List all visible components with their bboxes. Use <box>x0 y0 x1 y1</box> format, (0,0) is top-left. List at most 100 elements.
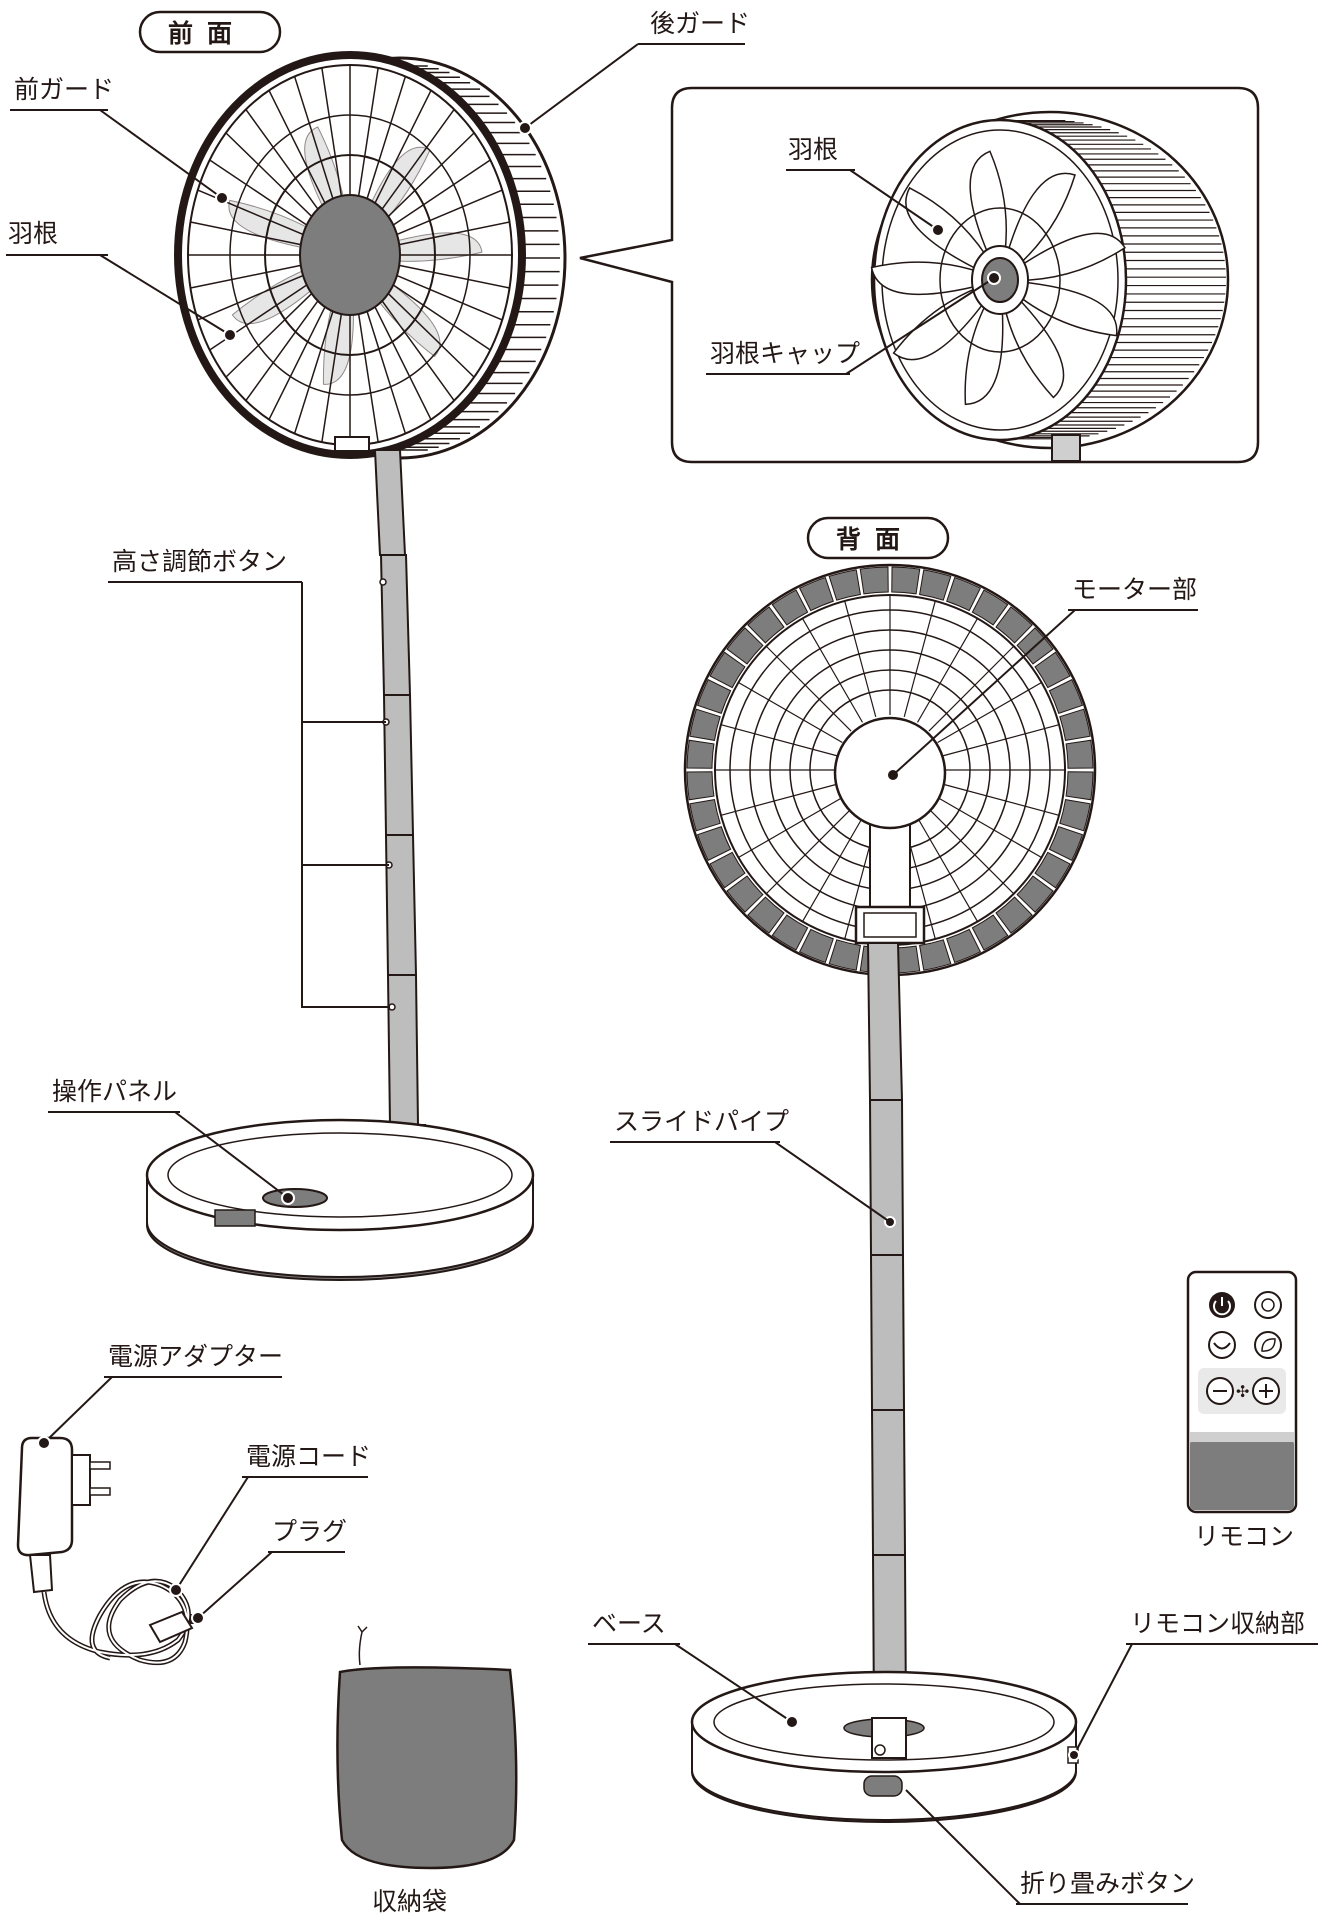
guard-segment <box>686 771 715 801</box>
guard-spoke <box>387 293 475 378</box>
guard-spoke <box>392 284 491 351</box>
guard-spoke <box>738 681 843 744</box>
height-button-label: 高さ調節ボタン <box>112 547 287 576</box>
guard-spoke <box>942 783 1060 816</box>
guard-segment <box>726 627 764 665</box>
guard-spoke <box>903 600 936 718</box>
guard-spoke <box>374 306 432 420</box>
guard-spoke <box>190 264 301 289</box>
guard-segment <box>971 914 1009 951</box>
guard-spoke <box>245 300 319 401</box>
guard-spoke <box>928 808 1015 895</box>
guard-segment <box>946 928 982 964</box>
rear-view-header-text: 背面 <box>836 525 914 554</box>
guard-spoke <box>374 90 432 204</box>
inset-blade <box>870 261 1003 296</box>
guard-segment <box>828 569 861 601</box>
guard-segment <box>696 826 732 862</box>
guard-segment <box>798 928 834 964</box>
guard-segment <box>1065 739 1094 769</box>
front-base <box>145 1118 535 1281</box>
blade-label: 羽根 <box>8 219 58 248</box>
guard-spoke <box>720 724 838 757</box>
inset-blade <box>997 279 1118 337</box>
label-rear-guard: 後ガード <box>518 9 750 135</box>
guard-spoke <box>937 681 1042 744</box>
guard-segment <box>726 875 764 913</box>
guard-spoke <box>321 67 343 197</box>
guard-segment <box>1065 771 1094 801</box>
storage-bag <box>336 1625 518 1870</box>
guard-segment <box>1048 678 1084 714</box>
guard-segment <box>1034 651 1071 689</box>
guard-spoke <box>357 313 379 443</box>
remote-control: ✣ <box>1186 1270 1298 1514</box>
guard-segment <box>689 799 721 832</box>
label-control-panel: 操作パネル <box>48 1077 295 1205</box>
guard-spoke <box>190 221 301 246</box>
remote-label: リモコン <box>1194 1522 1294 1551</box>
guard-spoke <box>392 159 491 226</box>
label-motor: モーター部 <box>892 575 1198 776</box>
guard-segment <box>919 569 952 601</box>
guard-segment <box>859 566 889 595</box>
guard-spoke <box>366 311 407 434</box>
guard-segment <box>1016 875 1054 913</box>
motor-label: モーター部 <box>1072 575 1197 604</box>
label-blade: 羽根 <box>6 219 237 342</box>
guard-spoke <box>765 808 852 895</box>
guard-spoke <box>381 300 455 401</box>
inset-callout <box>579 86 1260 464</box>
front-guard-label: 前ガード <box>14 75 114 104</box>
label-plug: プラグ <box>191 1517 347 1625</box>
guard-spoke <box>381 109 455 210</box>
remote-storage-label: リモコン収納部 <box>1130 1609 1305 1638</box>
rear-base <box>690 1670 1079 1823</box>
label-blade-cap: 羽根キャップ <box>706 271 1001 375</box>
guard-spoke <box>801 618 864 723</box>
label-remote-storage: リモコン収納部 <box>1068 1609 1318 1761</box>
guard-spoke <box>197 274 304 321</box>
power-cord-label: 電源コード <box>246 1442 371 1471</box>
guard-spoke <box>738 796 843 859</box>
guard-spoke <box>916 618 979 723</box>
guard-spoke <box>293 311 334 434</box>
label-inset-blade: 羽根 <box>786 135 945 237</box>
label-slide-pipe: スライドパイプ <box>610 1107 891 1223</box>
guard-segment <box>709 851 746 889</box>
rear-guard-label: 後ガード <box>650 9 750 38</box>
rear-fan <box>683 563 1097 977</box>
guard-spoke <box>396 189 503 236</box>
plug-label: プラグ <box>272 1517 347 1546</box>
guard-spoke <box>293 76 334 199</box>
inset-blade <box>997 232 1126 282</box>
guard-spoke <box>268 306 326 420</box>
guard-spoke <box>720 783 838 816</box>
guard-spoke <box>357 67 379 197</box>
timer-icon <box>1254 1291 1282 1319</box>
slide-pipe-label: スライドパイプ <box>614 1107 789 1136</box>
guard-segment <box>995 896 1033 934</box>
guard-segment <box>1059 708 1091 741</box>
fan-icon: ✣ <box>1236 1382 1249 1401</box>
guard-segment <box>689 708 721 741</box>
power-cord <box>41 1578 200 1666</box>
blade-cap-label: 羽根キャップ <box>710 339 860 368</box>
guard-segment <box>919 939 952 971</box>
power-adapter-label: 電源アダプター <box>108 1342 283 1371</box>
rear-pole <box>866 942 908 1721</box>
guard-spoke <box>321 313 343 443</box>
guard-spoke <box>225 293 313 378</box>
storage-bag-label: 収納袋 <box>372 1887 447 1915</box>
guard-segment <box>1034 851 1071 889</box>
label-base: ベース <box>588 1609 799 1729</box>
guard-spoke <box>268 90 326 204</box>
guard-spoke <box>399 221 510 246</box>
guard-spoke <box>801 817 864 922</box>
guard-spoke <box>928 645 1015 732</box>
guard-spoke <box>937 796 1042 859</box>
label-height-button: 高さ調節ボタン <box>108 547 390 1008</box>
guard-segment <box>771 914 809 951</box>
leaf-icon <box>1254 1331 1282 1359</box>
